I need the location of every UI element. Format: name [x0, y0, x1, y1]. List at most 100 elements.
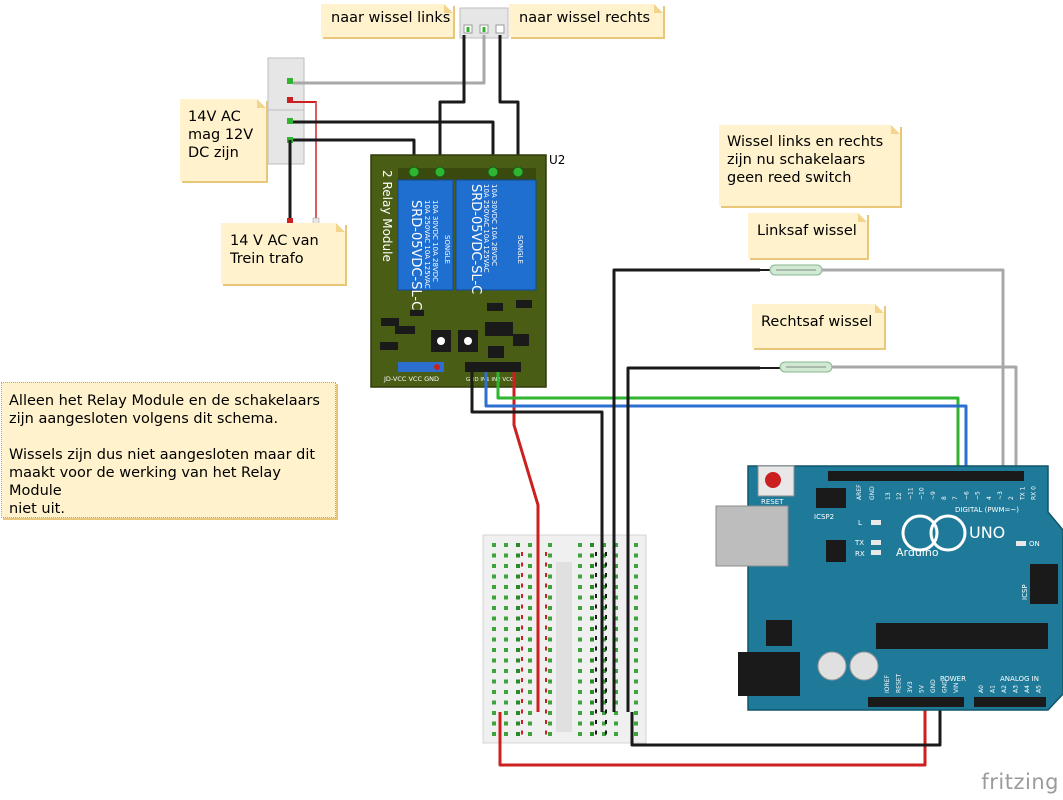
arduino-analog-label: ANALOG IN: [1000, 675, 1039, 683]
arduino-aref-label: AREF: [856, 484, 863, 500]
breadboard-hole: [634, 732, 638, 736]
arduino-model: UNO: [969, 523, 1005, 542]
breadboard-hole: [492, 543, 496, 547]
arduino-analog-pin-label: A3: [1013, 685, 1020, 693]
breadboard-hole: [528, 564, 532, 568]
breadboard-hole: [516, 543, 520, 547]
breadboard-hole: [528, 711, 532, 715]
breadboard-hole: [590, 616, 594, 621]
breadboard-hole: [578, 679, 582, 684]
arduino-digital-pin-label: 8: [941, 496, 948, 500]
breadboard-hole: [590, 648, 594, 652]
breadboard-hole: [504, 543, 508, 547]
breadboard-hole: [516, 732, 520, 736]
breadboard-hole: [516, 658, 520, 663]
breadboard-hole: [578, 574, 582, 579]
breadboard-hole: [602, 564, 606, 568]
note-naar-wissel-links: naar wissel links: [321, 4, 453, 37]
breadboard-hole: [602, 721, 606, 726]
breadboard-hole: [614, 574, 618, 579]
breadboard-hole: [590, 711, 594, 715]
breadboard-hole: [516, 564, 520, 568]
breadboard-hole: [634, 585, 638, 589]
breadboard-hole: [528, 690, 532, 694]
breadboard-hole: [504, 637, 508, 642]
breadboard-hole: [602, 690, 606, 694]
breadboard-hole: [516, 585, 520, 589]
breadboard-hole: [634, 543, 638, 547]
breadboard-hole: [548, 690, 552, 694]
arduino-power-pin-label: GND: [942, 679, 949, 693]
breadboard-hole: [548, 564, 552, 568]
breadboard-hole: [602, 574, 606, 579]
breadboard-hole: [578, 658, 582, 663]
breadboard-hole: [504, 732, 508, 736]
arduino-power-pin-label: GND: [930, 679, 937, 693]
breadboard-hole: [578, 595, 582, 600]
breadboard-hole: [602, 679, 606, 684]
breadboard-hole: [590, 658, 594, 663]
breadboard-hole: [614, 721, 618, 726]
relay-rating-right1: 10A 250VAC 10A 125VAC: [482, 184, 490, 273]
breadboard-hole: [578, 585, 582, 589]
breadboard-hole: [602, 658, 606, 663]
arduino-power-label: POWER: [940, 675, 966, 683]
breadboard-hole: [528, 637, 532, 642]
breadboard-hole: [548, 606, 552, 610]
breadboard-hole: [504, 711, 508, 715]
breadboard-hole: [578, 553, 582, 558]
arduino-digital-pin-label: ~11: [907, 487, 914, 500]
breadboard-hole: [492, 574, 496, 579]
breadboard-hole: [578, 627, 582, 631]
breadboard-hole: [516, 690, 520, 694]
breadboard-hole: [492, 606, 496, 610]
breadboard-hole: [504, 585, 508, 589]
arduino-l-label: L: [858, 519, 862, 527]
breadboard-hole: [528, 574, 532, 579]
breadboard-hole: [492, 648, 496, 652]
breadboard-hole: [504, 627, 508, 631]
breadboard-hole: [590, 606, 594, 610]
breadboard-hole: [504, 606, 508, 610]
breadboard-hole: [548, 679, 552, 684]
breadboard-hole: [548, 732, 552, 736]
breadboard-hole: [516, 700, 520, 705]
arduino-power-pin-label: 3V3: [907, 681, 914, 693]
breadboard-hole: [634, 721, 638, 726]
breadboard-hole: [548, 616, 552, 621]
breadboard-hole: [602, 585, 606, 589]
breadboard-hole: [492, 564, 496, 568]
breadboard-hole: [548, 627, 552, 631]
breadboard-hole: [634, 658, 638, 663]
breadboard-hole: [590, 700, 594, 705]
breadboard-hole: [548, 574, 552, 579]
arduino-power-pin-label: IOREF: [884, 675, 891, 693]
arduino-digital-pin-label: ~5: [975, 491, 982, 500]
breadboard-hole: [602, 637, 606, 642]
relay-ref: U2: [549, 153, 565, 167]
reed-switch-rechtsaf: [760, 361, 833, 373]
arduino-brand: Arduino: [896, 546, 939, 559]
breadboard-hole: [492, 690, 496, 694]
relay-brand-left: SONGLE: [443, 235, 451, 264]
breadboard-hole: [590, 564, 594, 568]
breadboard-hole: [614, 637, 618, 642]
breadboard-hole: [548, 637, 552, 642]
breadboard-hole: [634, 564, 638, 568]
note-trein-trafo: 14 V AC van Trein trafo: [221, 223, 345, 284]
relay-power-pins: JD-VCC VCC GND: [383, 375, 439, 383]
breadboard-hole: [504, 658, 508, 663]
breadboard-hole: [492, 721, 496, 726]
breadboard-hole: [614, 679, 618, 684]
relay-module-label: 2 Relay Module: [380, 170, 394, 262]
breadboard-hole: [590, 574, 594, 579]
breadboard-hole: [602, 700, 606, 705]
breadboard-hole: [578, 711, 582, 715]
arduino-digital-pin-label: 12: [896, 492, 903, 500]
breadboard-hole: [528, 553, 532, 558]
breadboard-hole: [602, 711, 606, 715]
breadboard-hole: [590, 669, 594, 673]
breadboard-hole: [578, 648, 582, 652]
breadboard-hole: [614, 606, 618, 610]
breadboard-hole: [528, 595, 532, 600]
